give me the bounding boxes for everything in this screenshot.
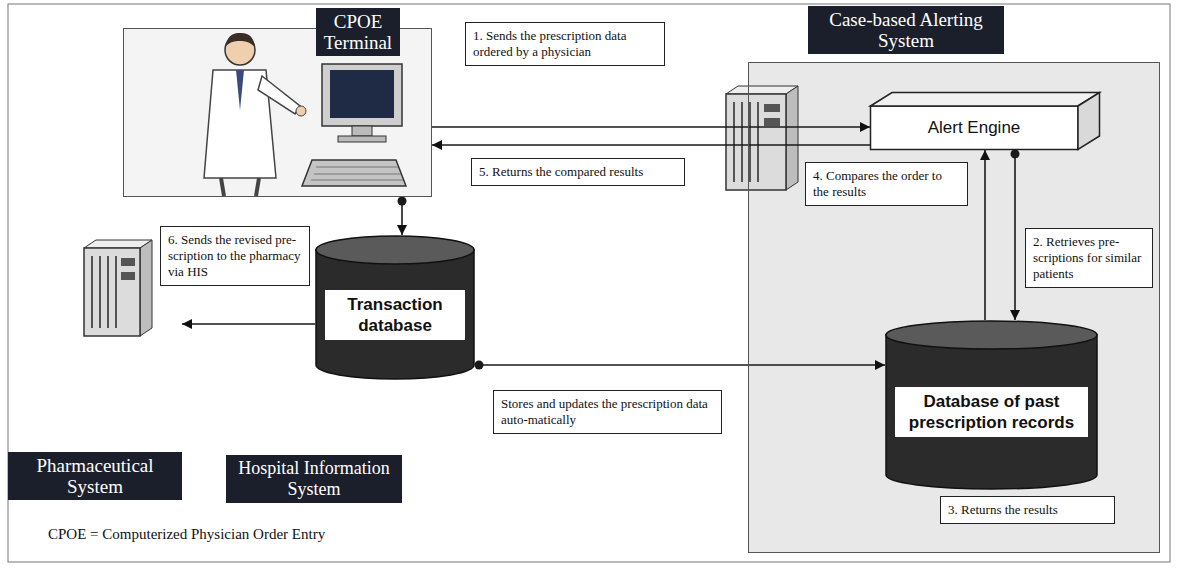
system-title: Hospital Information System — [232, 458, 396, 500]
node-text: 3. Returns the results — [948, 502, 1107, 518]
system-node: Pharmaceutical System — [8, 238, 182, 500]
outer-frame — [8, 4, 1170, 562]
database-cylinder: Transaction database — [315, 235, 475, 380]
alert-engine: Alert Engine — [870, 92, 1100, 150]
node-text: 6. Sends the revised pre-scription to th… — [168, 232, 302, 280]
step-box: 2. Retrieves pre-scriptions for similar … — [1025, 228, 1153, 288]
connector-dot — [475, 361, 484, 370]
step-box: 6. Sends the revised pre-scription to th… — [160, 226, 310, 286]
node-text: 2. Retrieves pre-scriptions for similar … — [1033, 234, 1145, 282]
connector-dot — [398, 197, 407, 206]
step-box: Stores and updates the prescription data… — [493, 390, 722, 434]
database-cylinder: Database of past prescription records — [885, 320, 1098, 490]
flow-arrow — [432, 126, 870, 128]
connector-dot — [1011, 150, 1020, 159]
terminal-panel: CPOE Terminal — [123, 28, 432, 197]
server-icon — [726, 86, 798, 190]
node-text: 4. Compares the order to the results — [813, 168, 960, 200]
flow-arrow — [182, 323, 315, 325]
flow-arrow — [432, 144, 870, 146]
physician-figure — [204, 33, 306, 196]
system-tag: Hospital Information System — [226, 455, 402, 503]
system-ground — [748, 62, 1160, 553]
step-box: 1. Sends the prescription data ordered b… — [465, 22, 665, 66]
step-box: 4. Compares the order to the results — [805, 162, 968, 206]
server-icon — [84, 240, 152, 336]
node-text: Database of past prescription records — [895, 387, 1088, 437]
system-title: CPOE Terminal — [316, 8, 400, 56]
step-box: 5. Returns the compared results — [471, 158, 685, 186]
abbreviation-note: CPOE = Computerized Physician Order Entr… — [48, 526, 325, 543]
node-text: Stores and updates the prescription data… — [501, 396, 714, 428]
system-title: Pharmaceutical System — [8, 452, 182, 500]
node-text: Transaction database — [325, 290, 465, 340]
flow-arrow — [1014, 150, 1016, 320]
node-text: Alert Engine — [928, 118, 1021, 138]
node-text: 1. Sends the prescription data ordered b… — [473, 28, 657, 60]
flow-arrow — [475, 364, 885, 366]
flow-arrow — [984, 150, 986, 320]
node-text: 5. Returns the compared results — [479, 164, 677, 180]
step-box: 3. Returns the results — [940, 496, 1115, 524]
system-panel: Case-based Alerting SystemAlert Engine4.… — [748, 62, 1160, 553]
computer-icon — [302, 64, 406, 186]
system-title: Case-based Alerting System — [808, 6, 1004, 54]
